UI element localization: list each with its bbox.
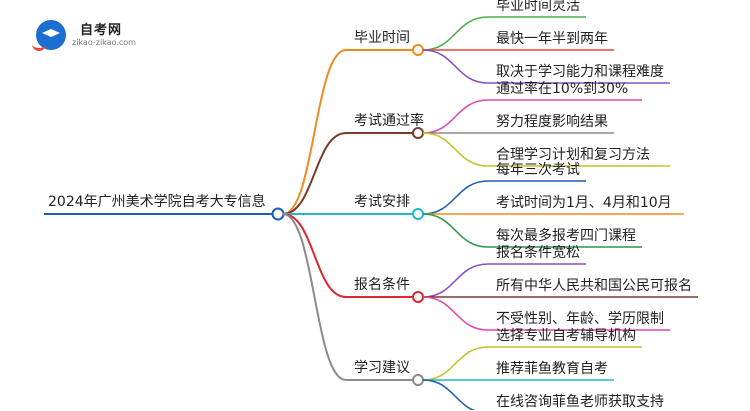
branch-label-1: 毕业时间 [354, 30, 410, 46]
logo-subtitle: zikao-zikao.com [72, 38, 136, 47]
leaf-label-2-2: 努力程度影响结果 [496, 114, 608, 130]
leaf-label-5-3: 在线咨询菲鱼老师获取支持 [496, 394, 664, 410]
leaf-label-5-1: 选择专业自考辅导机构 [496, 328, 636, 344]
leaf-connector-1-1 [422, 16, 489, 51]
leaf-label-2-1: 通过率在10%到30% [496, 81, 629, 97]
leaf-connector-5-1 [422, 346, 489, 381]
leaf-connector-3-1 [422, 180, 489, 215]
branch-node-circle-4 [412, 291, 424, 303]
leaf-connector-5-3 [422, 379, 476, 410]
logo-title: 自考网 [80, 23, 123, 38]
leaf-label-1-2: 最快一年半到两年 [496, 31, 608, 47]
branch-connector-2 [282, 132, 347, 215]
root-node-circle [271, 207, 285, 221]
root-node-label: 2024年广州美术学院自考大专信息 [48, 194, 266, 210]
branch-label-5: 学习建议 [354, 360, 410, 376]
leaf-label-3-2: 考试时间为1月、4月和10月 [496, 195, 672, 211]
branch-label-4: 报名条件 [354, 277, 410, 293]
leaf-label-1-1: 毕业时间灵活 [496, 0, 580, 14]
leaf-label-1-3: 取决于学习能力和课程难度 [496, 64, 664, 80]
leaf-connector-2-1 [422, 99, 489, 134]
logo-swoosh [32, 38, 46, 51]
branch-label-2: 考试通过率 [354, 113, 424, 129]
branch-connector-4 [282, 213, 347, 298]
leaf-connector-1-3 [422, 49, 489, 84]
leaf-label-3-1: 每年三次考试 [496, 162, 580, 178]
branch-node-circle-5 [412, 374, 424, 386]
leaf-label-4-3: 不受性别、年龄、学历限制 [496, 311, 664, 327]
leaf-connector-4-1 [422, 263, 489, 298]
branch-label-3: 考试安排 [354, 194, 410, 210]
leaf-label-5-2: 推荐菲鱼教育自考 [496, 361, 608, 377]
site-logo: 自考网 zikao-zikao.com [32, 18, 146, 52]
branch-connector-1 [282, 49, 347, 215]
branch-node-circle-3 [412, 208, 424, 220]
leaf-connector-2-3 [422, 132, 489, 167]
leaf-label-3-3: 每次最多报考四门课程 [496, 228, 636, 244]
leaf-label-4-2: 所有中华人民共和国公民可报名 [496, 278, 692, 294]
leaf-label-4-1: 报名条件宽松 [496, 245, 580, 261]
leaf-label-2-3: 合理学习计划和复习方法 [496, 147, 650, 163]
branch-connector-5 [282, 213, 347, 381]
leaf-connector-4-3 [422, 296, 489, 331]
branch-node-circle-1 [412, 44, 424, 56]
leaf-connector-3-3 [422, 213, 489, 248]
